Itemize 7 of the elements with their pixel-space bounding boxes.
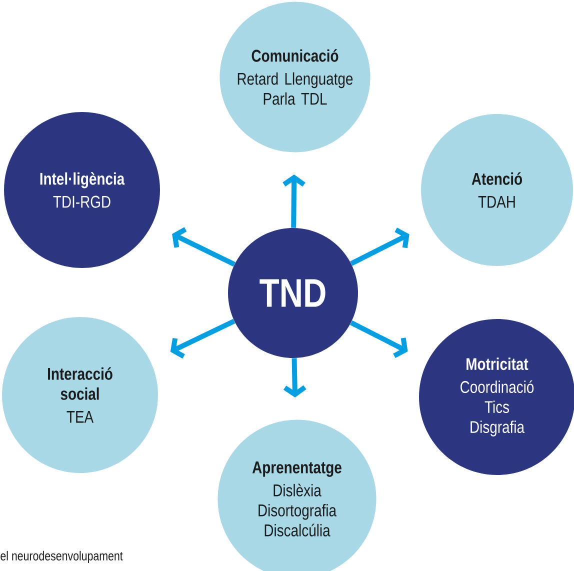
- arrow: [350, 320, 408, 358]
- arrow: [283, 358, 306, 398]
- arrow: [282, 174, 306, 228]
- arrow: [170, 318, 236, 359]
- arrow: [350, 228, 410, 266]
- caption: el neurodesenvolupament: [0, 550, 123, 564]
- arrow: [172, 227, 236, 267]
